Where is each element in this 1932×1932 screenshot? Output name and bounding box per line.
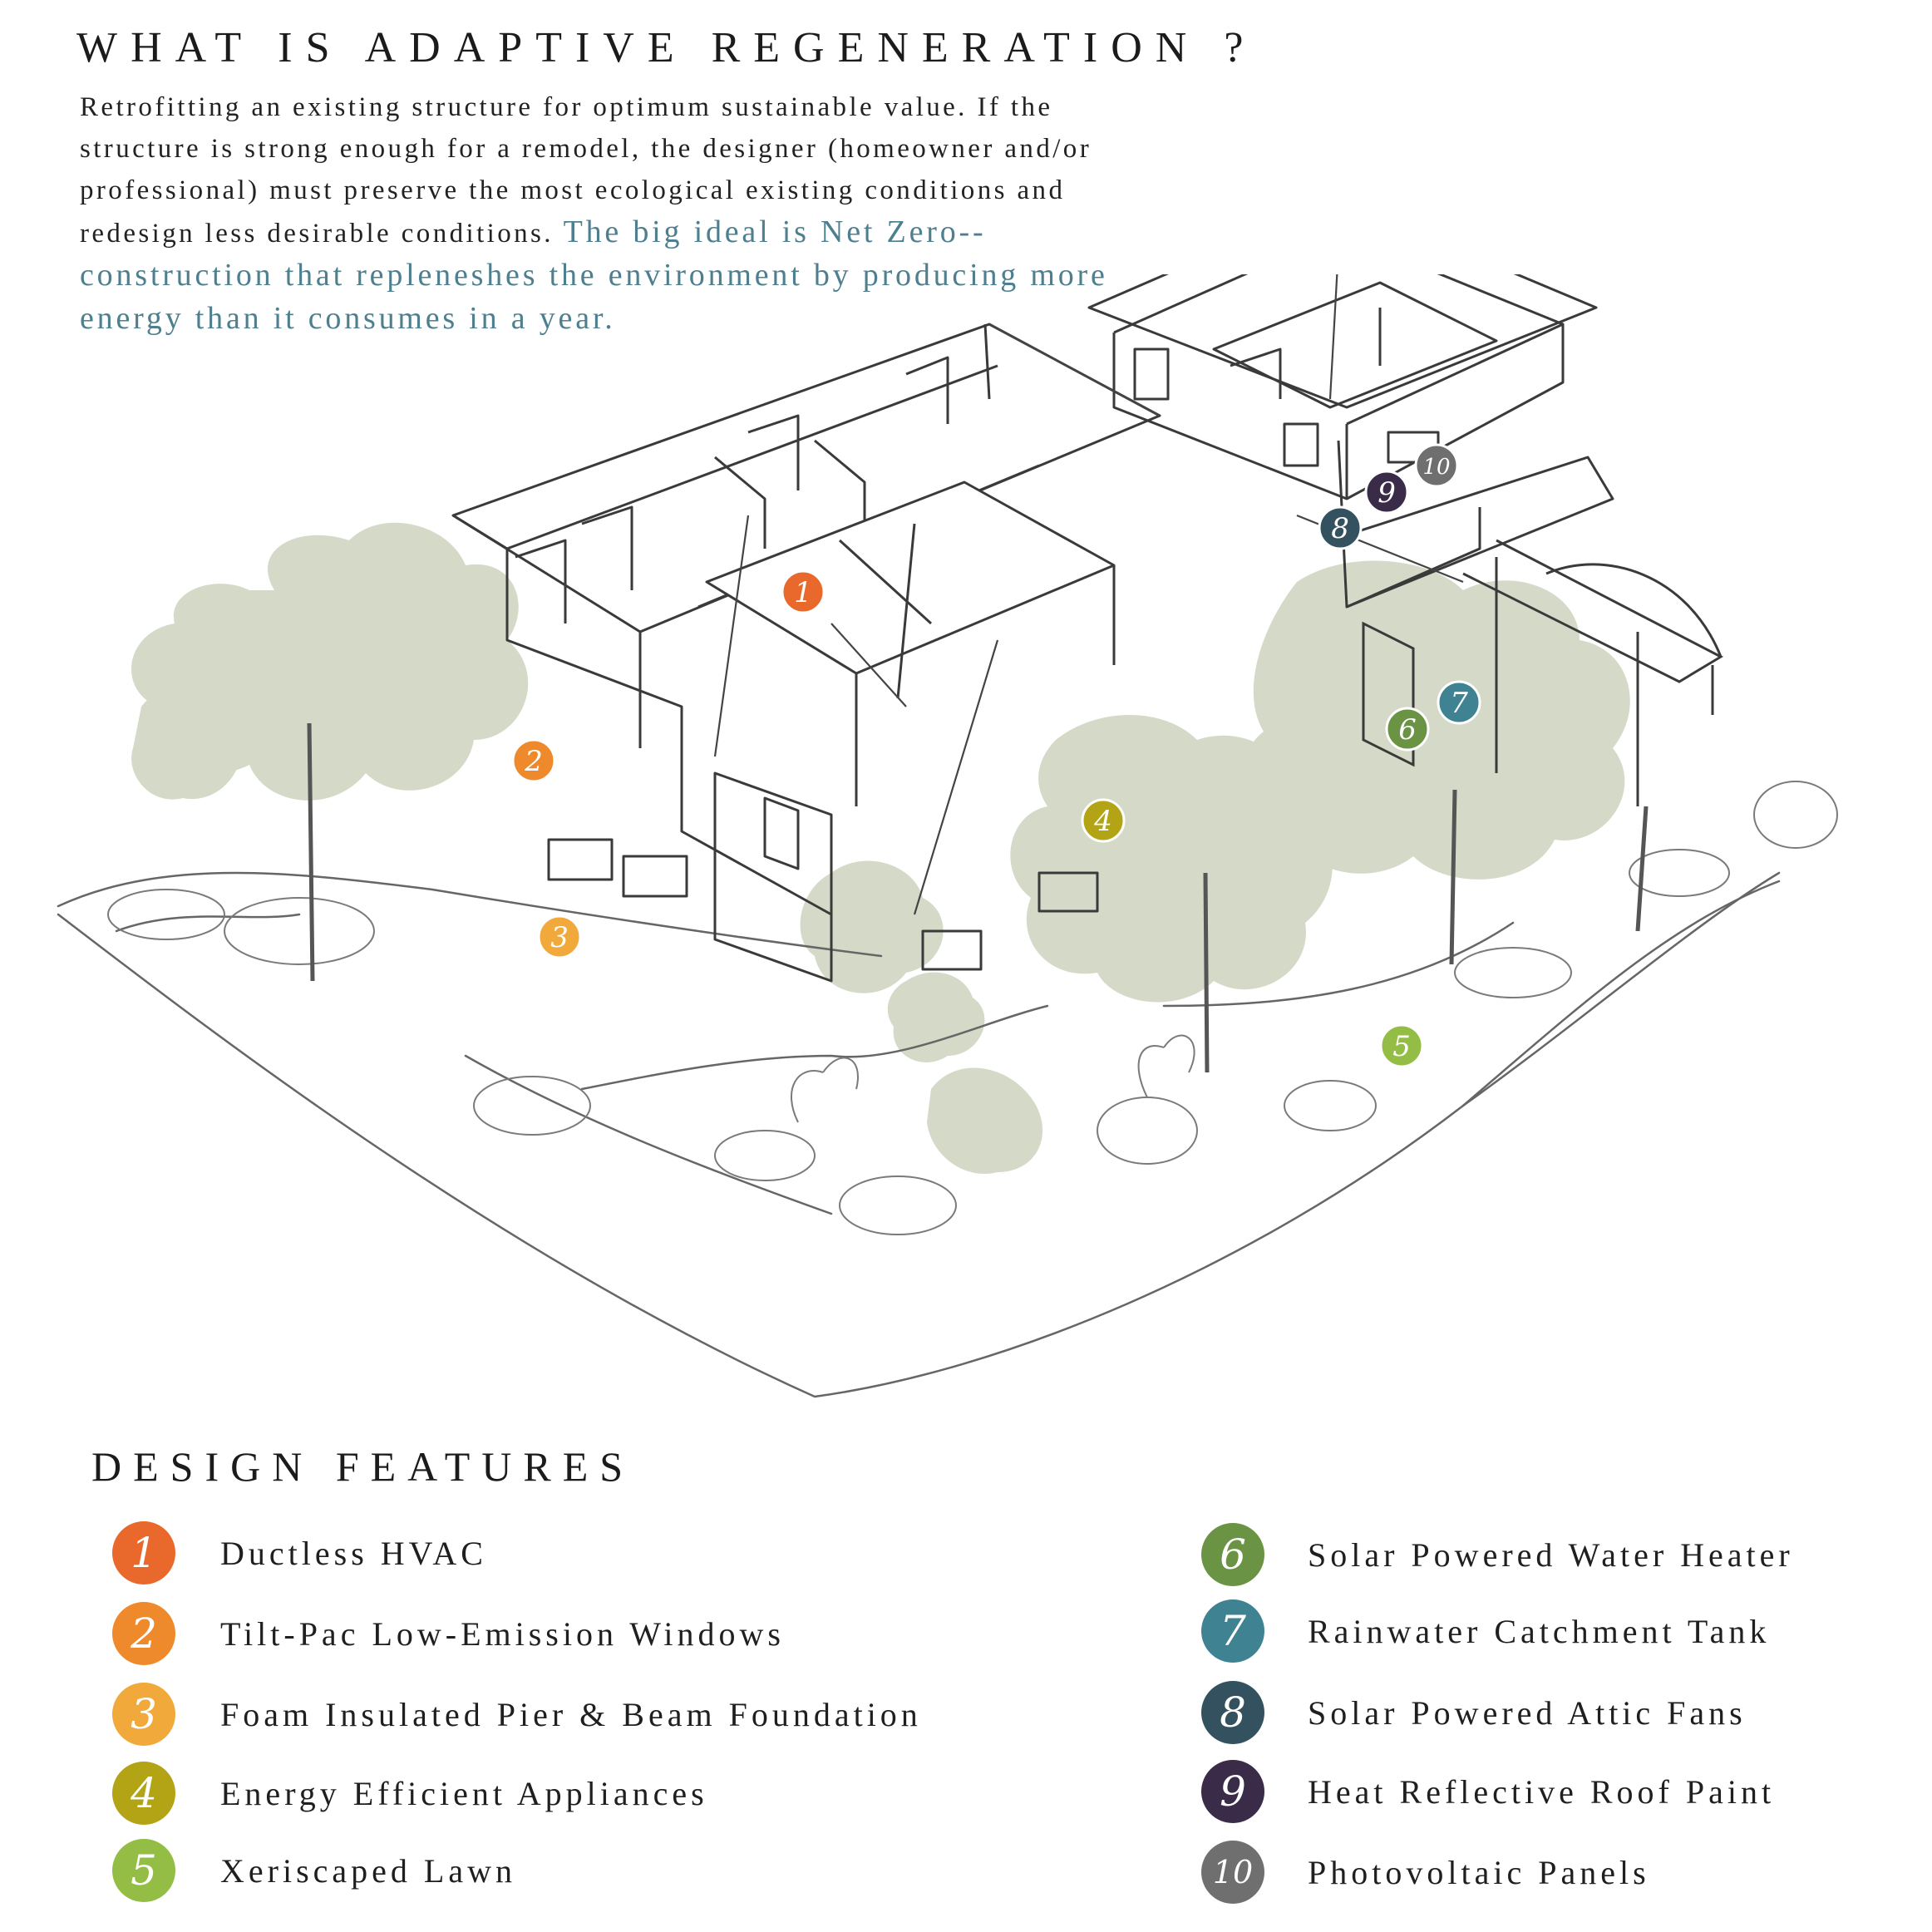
feature-10-badge: 10: [1201, 1841, 1264, 1904]
feature-item-8: 8 Solar Powered Attic Fans: [1201, 1679, 1747, 1746]
yard-shrubs: [107, 781, 1838, 1235]
intro-plain-text: Retrofitting an existing structure for o…: [80, 92, 1092, 249]
marker-6-number: 6: [1398, 713, 1417, 747]
shrub-left: [131, 688, 242, 800]
marker-7[interactable]: 7: [1437, 680, 1481, 725]
house-main-wing: [451, 323, 1161, 983]
feature-10-label: Photovoltaic Panels: [1308, 1853, 1650, 1891]
shrub-center: [800, 860, 944, 993]
marker-3-number: 3: [550, 921, 569, 954]
marker-5[interactable]: 5: [1379, 1023, 1424, 1068]
feature-9-label: Heat Reflective Roof Paint: [1308, 1772, 1776, 1811]
sketch-lines: [713, 274, 1464, 915]
tree-canopy-right: [1244, 560, 1630, 880]
marker-6[interactable]: 6: [1385, 707, 1430, 752]
marker-5-number: 5: [1392, 1030, 1411, 1063]
tree-canopy-center: [1010, 715, 1333, 1003]
marker-2[interactable]: 2: [511, 738, 556, 783]
feature-6-label: Solar Powered Water Heater: [1308, 1535, 1794, 1574]
feature-3-badge: 3: [112, 1683, 175, 1746]
marker-9[interactable]: 9: [1364, 470, 1409, 515]
feature-item-6: 6 Solar Powered Water Heater: [1201, 1521, 1794, 1588]
shrub-front: [887, 972, 985, 1062]
marker-1-number: 1: [794, 576, 812, 609]
feature-7-badge: 7: [1201, 1599, 1264, 1663]
marker-7-number: 7: [1450, 687, 1468, 720]
yard-ground: [57, 871, 1781, 1398]
feature-1-badge: 1: [112, 1521, 175, 1585]
house-sketch-diagram: 1 2 3 4 5 6 7 8 9 10: [57, 274, 1838, 1398]
marker-1[interactable]: 1: [781, 569, 826, 614]
marker-3[interactable]: 3: [537, 914, 582, 959]
feature-3-label: Foam Insulated Pier & Beam Foundation: [220, 1695, 922, 1733]
feature-item-4: 4 Energy Efficient Appliances: [112, 1760, 708, 1826]
feature-item-5: 5 Xeriscaped Lawn: [112, 1837, 516, 1904]
marker-4[interactable]: 4: [1081, 798, 1126, 843]
marker-3-circle: [537, 914, 582, 959]
marker-10-number: 10: [1422, 455, 1450, 480]
design-features-heading: DESIGN FEATURES: [91, 1443, 635, 1490]
feature-1-label: Ductless HVAC: [220, 1534, 487, 1572]
feature-4-badge: 4: [112, 1762, 175, 1825]
feature-item-10: 10 Photovoltaic Panels: [1201, 1839, 1650, 1905]
feature-9-badge: 9: [1201, 1760, 1264, 1823]
feature-item-7: 7 Rainwater Catchment Tank: [1201, 1598, 1770, 1664]
feature-8-label: Solar Powered Attic Fans: [1308, 1693, 1747, 1732]
carport: [1362, 539, 1724, 806]
foliage-washes: [131, 522, 1630, 1174]
marker-2-circle: [511, 738, 556, 783]
agave-front: [927, 1067, 1043, 1174]
marker-9-number: 9: [1378, 476, 1396, 510]
feature-item-1: 1 Ductless HVAC: [112, 1520, 487, 1586]
marker-1-circle: [781, 569, 826, 614]
feature-5-label: Xeriscaped Lawn: [220, 1851, 516, 1890]
feature-item-9: 9 Heat Reflective Roof Paint: [1201, 1758, 1775, 1825]
marker-7-circle: [1437, 680, 1481, 725]
feature-7-label: Rainwater Catchment Tank: [1308, 1612, 1771, 1650]
feature-6-badge: 6: [1201, 1523, 1264, 1586]
intro-paragraph: Retrofitting an existing structure for o…: [80, 86, 1111, 341]
marker-6-circle: [1385, 707, 1430, 752]
page-title: WHAT IS ADAPTIVE REGENERATION ?: [76, 24, 1257, 71]
marker-5-circle: [1379, 1023, 1424, 1068]
feature-item-2: 2 Tilt-Pac Low-Emission Windows: [112, 1600, 785, 1667]
feature-2-label: Tilt-Pac Low-Emission Windows: [220, 1614, 785, 1653]
marker-4-circle: [1081, 798, 1126, 843]
marker-2-number: 2: [524, 745, 543, 778]
marker-8-circle: [1318, 505, 1363, 550]
feature-8-badge: 8: [1201, 1681, 1264, 1744]
feature-5-badge: 5: [112, 1839, 175, 1902]
feature-4-label: Energy Efficient Appliances: [220, 1774, 708, 1812]
feature-item-3: 3 Foam Insulated Pier & Beam Foundation: [112, 1681, 922, 1747]
marker-8-number: 8: [1331, 512, 1349, 545]
marker-10-circle: [1414, 443, 1459, 488]
marker-9-circle: [1364, 470, 1409, 515]
house-upper-tower: [1087, 274, 1614, 609]
marker-4-number: 4: [1093, 805, 1112, 838]
intro-highlight-text: The big ideal is Net Zero--construction …: [80, 214, 1108, 336]
marker-10[interactable]: 10: [1414, 443, 1459, 488]
tree-trunks: [307, 722, 1649, 1073]
feature-2-badge: 2: [112, 1602, 175, 1665]
marker-8[interactable]: 8: [1318, 505, 1363, 550]
